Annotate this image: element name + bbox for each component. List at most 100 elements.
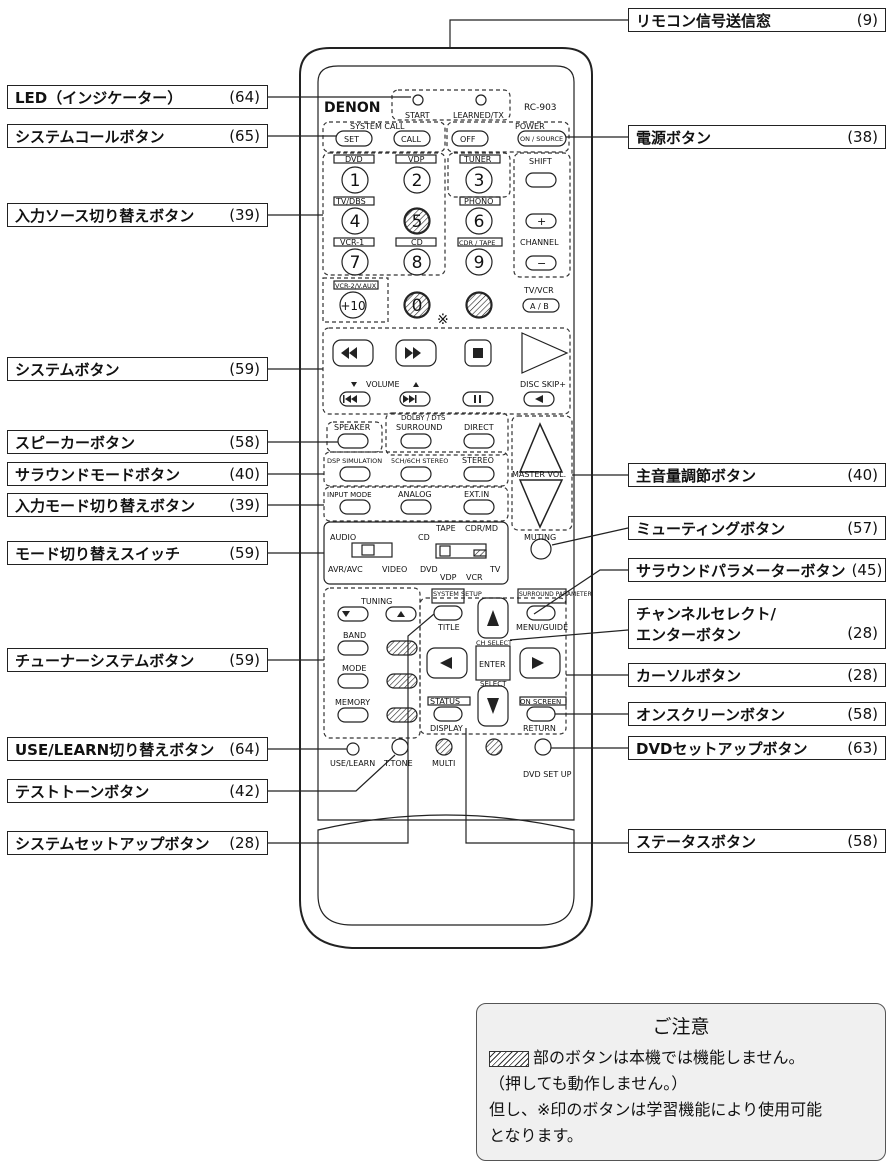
svg-text:SURROUND PARAMETER: SURROUND PARAMETER: [519, 591, 592, 598]
svg-text:※: ※: [437, 312, 449, 328]
svg-text:9: 9: [474, 253, 485, 273]
led-learned: [475, 94, 487, 106]
svg-text:SURROUND: SURROUND: [396, 423, 442, 432]
svg-text:BAND: BAND: [343, 631, 366, 640]
muting-button: [530, 538, 552, 560]
remote-body: [299, 47, 593, 949]
led-start: [412, 94, 424, 106]
callout-system-setup: システムセットアップボタン(28): [7, 831, 268, 855]
svg-text:8: 8: [412, 253, 423, 273]
svg-text:PHONO: PHONO: [464, 197, 493, 206]
callout-system: システムボタン(59): [7, 357, 268, 381]
callout-input-source: 入力ソース切り替えボタン(39): [7, 203, 268, 227]
svg-text:DISC SKIP+: DISC SKIP+: [520, 380, 566, 389]
svg-text:TITLE: TITLE: [437, 623, 460, 632]
callout-ir-window: リモコン信号送信窓(9): [628, 8, 886, 32]
svg-text:0: 0: [412, 296, 423, 316]
svg-text:ANALOG: ANALOG: [398, 490, 432, 499]
svg-text:VCR-1: VCR-1: [340, 238, 364, 247]
svg-text:DIRECT: DIRECT: [464, 423, 494, 432]
svg-text:VCR-2/V.AUX: VCR-2/V.AUX: [335, 282, 377, 290]
svg-text:5CH/6CH STEREO: 5CH/6CH STEREO: [391, 457, 448, 465]
svg-text:TUNER: TUNER: [463, 155, 492, 164]
callout-on-screen: オンスクリーンボタン(58): [628, 702, 886, 726]
svg-text:VCR: VCR: [466, 573, 483, 582]
svg-text:MULTI: MULTI: [432, 759, 455, 768]
svg-text:VDP: VDP: [408, 155, 425, 164]
svg-text:SYSTEM SETUP: SYSTEM SETUP: [433, 590, 482, 598]
svg-text:CHANNEL: CHANNEL: [520, 238, 559, 247]
svg-text:SELECT: SELECT: [480, 680, 507, 688]
callout-channel-select: チャンネルセレクト/ エンターボタン(28): [628, 599, 886, 649]
svg-text:−: −: [537, 257, 546, 270]
svg-text:SET: SET: [344, 135, 359, 144]
svg-text:1: 1: [350, 171, 361, 191]
svg-text:ON / SOURCE: ON / SOURCE: [520, 135, 563, 143]
svg-text:RC-903: RC-903: [524, 103, 557, 113]
call-button: [393, 130, 431, 147]
svg-text:4: 4: [350, 212, 361, 232]
svg-text:TV/VCR: TV/VCR: [523, 286, 554, 295]
callout-tuner-system: チューナーシステムボタン(59): [7, 648, 268, 672]
svg-text:SPEAKER: SPEAKER: [334, 423, 371, 432]
svg-text:DVD: DVD: [345, 155, 363, 164]
svg-text:DISPLAY: DISPLAY: [430, 724, 463, 733]
svg-text:DSP SIMULATION: DSP SIMULATION: [327, 457, 382, 465]
callout-speaker: スピーカーボタン(58): [7, 430, 268, 454]
svg-text:7: 7: [350, 253, 361, 273]
svg-text:STEREO: STEREO: [462, 456, 494, 465]
svg-text:TV: TV: [489, 565, 501, 574]
callout-test-tone: テストトーンボタン(42): [7, 779, 268, 803]
off-button: [451, 130, 489, 147]
svg-text:RETURN: RETURN: [523, 724, 556, 733]
callout-surround-param: サラウンドパラメーターボタン(45): [628, 558, 886, 582]
callout-led: LED（インジケーター）(64): [7, 85, 268, 109]
set-button: [335, 130, 373, 147]
svg-text:CALL: CALL: [401, 135, 422, 144]
svg-text:DVD: DVD: [420, 565, 438, 574]
svg-text:ON SCREEN: ON SCREEN: [520, 698, 561, 706]
callout-master-volume: 主音量調節ボタン(40): [628, 463, 886, 487]
svg-text:AVR/AVC: AVR/AVC: [328, 565, 363, 574]
callout-system-call: システムコールボタン(65): [7, 124, 268, 148]
svg-text:USE/LEARN: USE/LEARN: [330, 759, 375, 768]
svg-text:DVD SET UP: DVD SET UP: [523, 770, 572, 779]
callout-use-learn: USE/LEARN切り替えボタン(64): [7, 737, 268, 761]
svg-text:TUNING: TUNING: [360, 597, 392, 606]
svg-text:DOLBY / DTS: DOLBY / DTS: [401, 414, 446, 422]
speaker-button: [337, 433, 369, 449]
svg-text:VIDEO: VIDEO: [382, 565, 407, 574]
surround-button: [400, 433, 432, 449]
callout-status: ステータスボタン(58): [628, 829, 886, 853]
svg-text:MENU/GUIDE: MENU/GUIDE: [516, 623, 568, 632]
callout-mode-switch: モード切り替えスイッチ(59): [7, 541, 268, 565]
svg-text:OFF: OFF: [460, 135, 476, 144]
hatch-sample-icon: [489, 1050, 529, 1067]
svg-text:VDP: VDP: [440, 573, 457, 582]
svg-text:CD: CD: [418, 533, 430, 542]
caution-note: ご注意 部のボタンは本機では機能しません。 （押しても動作しません。） 但し、※…: [476, 1003, 886, 1161]
svg-text:MEMORY: MEMORY: [335, 698, 370, 707]
svg-text:2: 2: [412, 171, 423, 191]
svg-text:MODE: MODE: [342, 664, 366, 673]
brand-label: DENON: [324, 100, 381, 116]
svg-text:SYSTEM CALL: SYSTEM CALL: [350, 122, 405, 131]
svg-text:3: 3: [474, 171, 485, 191]
callout-surround-mode: サラウンドモードボタン(40): [7, 462, 268, 486]
caution-title: ご注意: [652, 1016, 710, 1038]
svg-text:5: 5: [412, 212, 423, 232]
svg-text:INPUT MODE: INPUT MODE: [327, 491, 372, 499]
svg-text:POWER: POWER: [515, 122, 545, 131]
svg-text:6: 6: [474, 212, 485, 232]
svg-text:TV/DBS: TV/DBS: [335, 197, 366, 206]
svg-text:CDR / TAPE: CDR / TAPE: [459, 239, 495, 247]
svg-text:CD: CD: [411, 238, 423, 247]
svg-text:+10: +10: [340, 299, 365, 313]
callout-dvd-setup: DVDセットアップボタン(63): [628, 736, 886, 760]
callout-input-mode: 入力モード切り替えボタン(39): [7, 493, 268, 517]
svg-text:LEARNED/TX: LEARNED/TX: [453, 111, 504, 120]
svg-text:EXT.IN: EXT.IN: [464, 490, 489, 499]
svg-text:SHIFT: SHIFT: [529, 157, 552, 166]
on-source-button: [517, 130, 567, 147]
